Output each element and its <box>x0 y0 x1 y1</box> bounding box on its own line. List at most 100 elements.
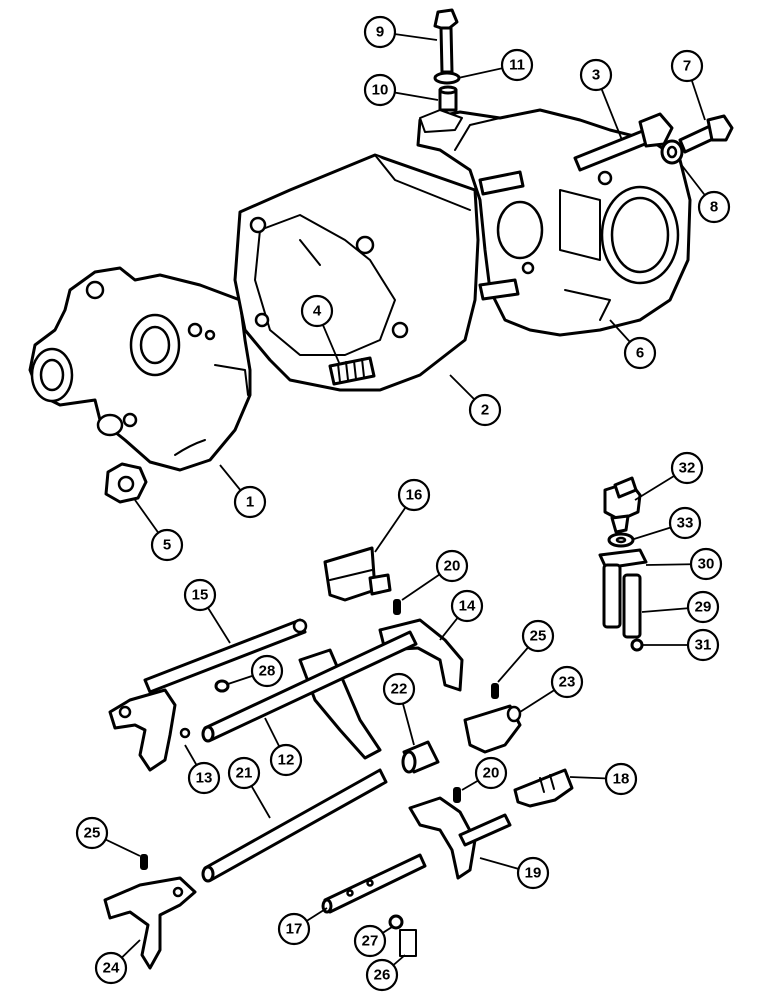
callout-label: 28 <box>259 663 276 680</box>
callout-6: 6 <box>623 336 657 370</box>
callout-30: 30 <box>689 547 723 581</box>
adapter-housing-part <box>233 153 480 392</box>
washer-part-8 <box>660 139 684 165</box>
callout-label: 12 <box>278 752 295 769</box>
callout-label: 19 <box>525 865 542 882</box>
callout-19: 19 <box>516 856 550 890</box>
callout-label: 8 <box>710 199 718 216</box>
callout-24: 24 <box>94 951 128 985</box>
callout-10: 10 <box>363 73 397 107</box>
callout-31: 31 <box>686 628 720 662</box>
callout-2: 2 <box>468 393 502 427</box>
callout-label: 17 <box>286 921 303 938</box>
front-housing-part <box>28 266 252 472</box>
callout-label: 4 <box>313 303 322 320</box>
callout-label: 6 <box>636 345 644 362</box>
callout-label: 22 <box>391 681 408 698</box>
callout-8: 8 <box>697 190 731 224</box>
callout-label: 23 <box>559 674 576 691</box>
callout-18: 18 <box>604 762 638 796</box>
hex-nut-part <box>104 462 148 504</box>
callout-1: 1 <box>233 485 267 519</box>
selector-rod-12-part <box>201 630 418 743</box>
sleeve-part <box>401 740 440 774</box>
callout-label: 13 <box>196 770 213 787</box>
selector-rod-21-part <box>201 768 388 883</box>
callout-label: 5 <box>163 537 171 554</box>
callout-32: 32 <box>670 451 704 485</box>
callout-label: 20 <box>483 765 500 782</box>
selector-fork-24-part <box>103 876 197 970</box>
selector-plate-18-part <box>513 768 574 808</box>
callout-22: 22 <box>382 672 416 706</box>
spring-part-26 <box>399 929 417 957</box>
callout-26: 26 <box>365 958 399 992</box>
callout-label: 30 <box>698 556 715 573</box>
stud-part <box>328 356 376 386</box>
callout-4: 4 <box>300 294 334 328</box>
callout-29: 29 <box>686 590 720 624</box>
pin-part-29 <box>602 563 642 639</box>
callout-label: 2 <box>481 402 489 419</box>
callout-label: 33 <box>677 515 694 532</box>
callout-12: 12 <box>269 743 303 777</box>
callout-label: 18 <box>613 771 630 788</box>
callout-3: 3 <box>579 58 613 92</box>
callout-label: 9 <box>376 24 384 41</box>
spring-pin-part-25a <box>491 683 499 699</box>
vertical-bolt-part <box>433 8 459 74</box>
spring-pin-part-20b <box>453 787 461 803</box>
callout-21: 21 <box>227 756 261 790</box>
callout-28: 28 <box>250 654 284 688</box>
selector-fork-14-part <box>298 618 464 760</box>
callout-label: 25 <box>530 628 547 645</box>
callout-label: 15 <box>192 587 209 604</box>
callout-label: 31 <box>695 637 712 654</box>
selector-bracket-part <box>323 546 392 602</box>
callout-27: 27 <box>353 924 387 958</box>
callout-7: 7 <box>670 49 704 83</box>
plug-part-28 <box>214 679 230 693</box>
callout-label: 1 <box>246 494 254 511</box>
callout-25a: 25 <box>521 619 555 653</box>
callout-23: 23 <box>550 665 584 699</box>
selector-rail-17-part <box>321 853 427 914</box>
callout-9: 9 <box>363 15 397 49</box>
callout-label: 10 <box>372 82 389 99</box>
callout-label: 32 <box>679 460 696 477</box>
callout-label: 20 <box>444 558 461 575</box>
bolt-small-part <box>678 114 734 154</box>
callout-label: 14 <box>459 598 476 615</box>
callout-16: 16 <box>397 478 431 512</box>
callout-33: 33 <box>668 506 702 540</box>
callout-20a: 20 <box>435 549 469 583</box>
selector-block-23-part <box>463 704 522 754</box>
callout-label: 26 <box>374 967 391 984</box>
callout-5: 5 <box>150 528 184 562</box>
callout-label: 16 <box>406 487 423 504</box>
washer-part-11 <box>433 71 461 85</box>
callout-label: 11 <box>509 57 525 74</box>
rear-housing-part <box>416 108 692 337</box>
callout-11: 11 <box>500 48 534 82</box>
callout-label: 25 <box>84 825 101 842</box>
callout-label: 27 <box>362 933 379 950</box>
callout-label: 29 <box>695 599 712 616</box>
callout-label: 3 <box>592 67 600 84</box>
spring-pin-part-20a <box>393 599 401 615</box>
callout-13: 13 <box>187 761 221 795</box>
washer-part-33 <box>607 532 635 548</box>
callout-label: 7 <box>683 58 691 75</box>
ball-part-31 <box>630 638 644 652</box>
callout-25b: 25 <box>75 816 109 850</box>
callout-14: 14 <box>450 589 484 623</box>
ball-part-27 <box>388 914 404 930</box>
callout-15: 15 <box>183 578 217 612</box>
spring-pin-part-25b <box>140 854 148 870</box>
callout-20b: 20 <box>474 756 508 790</box>
callout-label: 21 <box>236 765 253 782</box>
sensor-switch-part <box>603 476 642 534</box>
selector-fork-13-part <box>108 688 191 772</box>
bushing-part <box>419 85 463 133</box>
